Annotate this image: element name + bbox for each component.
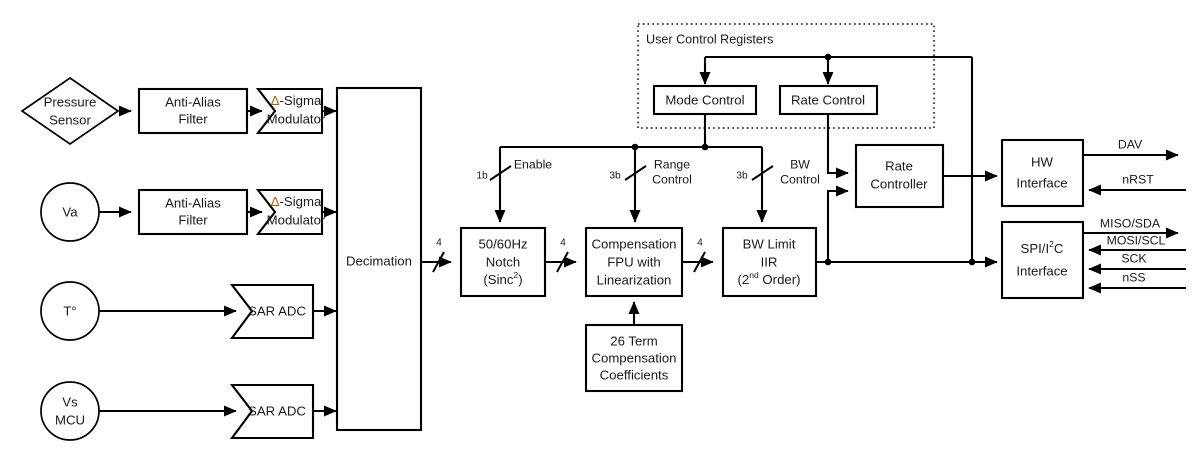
bus-slash-notch-out bbox=[556, 251, 569, 273]
block-anti-alias-filter-1: Anti-Alias Filter bbox=[137, 87, 249, 135]
bwlimit-label-line1: BW Limit bbox=[743, 236, 796, 251]
wire-rate-control-to-controller bbox=[826, 114, 849, 179]
block-compensation-coefficients: 26 Term Compensation Coefficients bbox=[584, 323, 684, 393]
block-delta-sigma-modulator-2: Δ-Sigma Modulator bbox=[255, 188, 326, 236]
block-rate-control: Rate Control bbox=[778, 84, 879, 116]
bus-slash-decimation-out bbox=[432, 251, 445, 273]
block-sar-adc-1: SAR ADC bbox=[229, 283, 315, 340]
aaf2-label-line2: Filter bbox=[178, 212, 208, 227]
bus-slash-fpu-out bbox=[693, 251, 706, 273]
signal-label-nrst: nRST bbox=[1122, 172, 1154, 186]
block-notch-filter: 50/60Hz Notch (Sinc2) bbox=[459, 226, 547, 298]
signal-label-miso-sda: MISO/SDA bbox=[1100, 216, 1161, 230]
wire-bwlimit-to-rate-controller bbox=[826, 185, 849, 262]
fpu-label-line3: Linearization bbox=[597, 272, 672, 287]
bwlimit-label-line3: (2nd Order) bbox=[737, 270, 800, 287]
block-anti-alias-filter-2: Anti-Alias Filter bbox=[137, 188, 249, 236]
signal-label-sck: SCK bbox=[1121, 251, 1147, 265]
spi-interface-label-line1: SPI/I2C bbox=[1021, 239, 1064, 256]
bus-width-decimation-out: 4 bbox=[436, 238, 442, 249]
bwlimit-label-line2: IIR bbox=[761, 254, 778, 269]
control-label-range-line2: Control bbox=[652, 172, 692, 186]
fpu-label-line1: Compensation bbox=[591, 236, 676, 251]
hw-interface-label-line2: Interface bbox=[1016, 175, 1067, 190]
control-slash-enable bbox=[489, 165, 512, 181]
block-bw-limit-iir: BW Limit IIR (2nd Order) bbox=[721, 226, 818, 298]
spi-interface-label-line2: Interface bbox=[1016, 263, 1067, 278]
block-mode-control: Mode Control bbox=[652, 84, 758, 116]
block-sar-adc-2: SAR ADC bbox=[229, 383, 315, 440]
signal-label-nss: nSS bbox=[1122, 270, 1145, 284]
va-label: Va bbox=[62, 204, 78, 219]
sar-adc-2-label: SAR ADC bbox=[248, 403, 306, 418]
notch-label-line2: Notch bbox=[486, 254, 520, 269]
source-pressure-sensor: Pressure Sensor bbox=[20, 76, 120, 146]
coefficients-label-line2: Compensation bbox=[591, 350, 676, 365]
block-compensation-fpu: Compensation FPU with Linearization bbox=[584, 226, 684, 298]
bus-width-notch-out: 4 bbox=[560, 238, 566, 249]
rate-controller-label-line2: Controller bbox=[870, 176, 928, 191]
vs-mcu-label-line1: Vs bbox=[62, 394, 78, 409]
fpu-label-line2: FPU with bbox=[607, 254, 661, 269]
control-label-bw-line1: BW bbox=[790, 157, 810, 171]
notch-label-line1: 50/60Hz bbox=[478, 236, 527, 251]
block-spi-i2c-interface: SPI/I2C Interface bbox=[1000, 220, 1085, 300]
rate-control-label: Rate Control bbox=[791, 92, 865, 107]
block-hw-interface: HW Interface bbox=[1000, 138, 1085, 208]
aaf2-label-line1: Anti-Alias bbox=[165, 195, 221, 210]
control-bits-bw: 3b bbox=[736, 171, 748, 182]
signal-label-dav: DAV bbox=[1118, 137, 1143, 151]
pressure-sensor-label-line2: Sensor bbox=[49, 112, 91, 127]
coefficients-label-line1: 26 Term bbox=[610, 333, 657, 348]
aaf1-label-line1: Anti-Alias bbox=[165, 94, 221, 109]
control-bits-range: 3b bbox=[609, 171, 621, 182]
temperature-label: T° bbox=[63, 303, 76, 318]
bus-width-fpu-out: 4 bbox=[697, 238, 703, 249]
control-label-enable: Enable bbox=[514, 157, 552, 171]
mode-control-label: Mode Control bbox=[665, 92, 744, 107]
rate-controller-label-line1: Rate bbox=[885, 158, 913, 173]
mod2-label-line2: Modulator bbox=[267, 212, 326, 227]
block-rate-controller: Rate Controller bbox=[854, 143, 945, 209]
control-slash-bw bbox=[751, 165, 774, 181]
coefficients-label-line3: Coefficients bbox=[600, 367, 669, 382]
source-vs-mcu: Vs MCU bbox=[40, 381, 100, 441]
vs-mcu-label-line2: MCU bbox=[55, 412, 85, 427]
hw-interface-label-line1: HW bbox=[1031, 154, 1054, 169]
control-slash-range bbox=[624, 165, 647, 181]
signal-label-mosi-scl: MOSI/SCL bbox=[1107, 233, 1166, 247]
block-delta-sigma-modulator-1: Δ-Sigma Modulator bbox=[255, 87, 326, 135]
junction-mode-fanout bbox=[701, 143, 709, 151]
mod1-label-line2: Modulator bbox=[267, 111, 326, 126]
mod1-label-line1: Δ-Sigma bbox=[271, 93, 322, 108]
user-control-registers-group: User Control Registers bbox=[637, 23, 935, 129]
decimation-label: Decimation bbox=[346, 253, 412, 268]
notch-label-line3: (Sinc2) bbox=[483, 270, 522, 287]
mod2-label-line1: Δ-Sigma bbox=[271, 194, 322, 209]
control-label-bw-line2: Control bbox=[780, 172, 820, 186]
source-temperature: T° bbox=[40, 281, 100, 341]
pressure-sensor-label-line1: Pressure bbox=[44, 94, 97, 109]
user-control-registers-label: User Control Registers bbox=[646, 32, 773, 46]
block-decimation: Decimation bbox=[335, 86, 423, 432]
control-label-range-line1: Range bbox=[654, 157, 690, 171]
sar-adc-1-label: SAR ADC bbox=[248, 303, 306, 318]
control-bits-enable: 1b bbox=[476, 171, 488, 182]
source-va: Va bbox=[40, 182, 100, 242]
aaf1-label-line2: Filter bbox=[178, 111, 208, 126]
